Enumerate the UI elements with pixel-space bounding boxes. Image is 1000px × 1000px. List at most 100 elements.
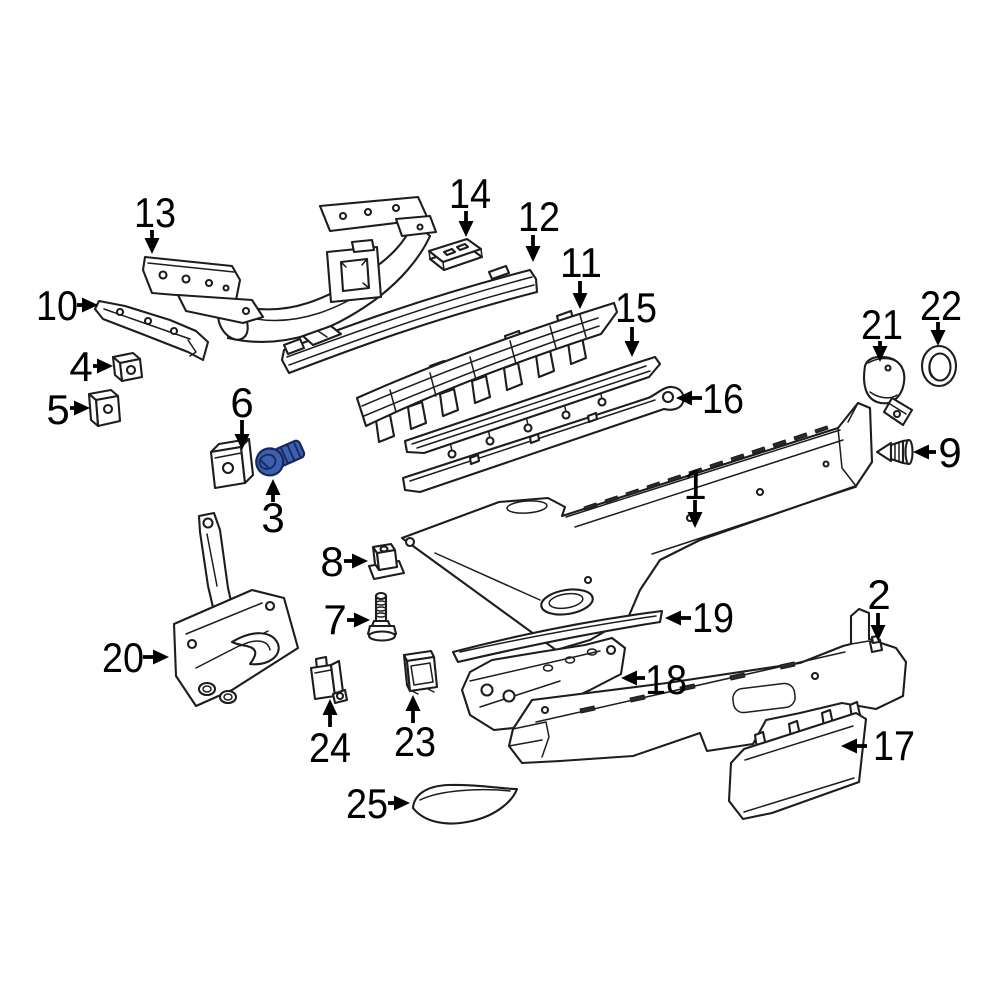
callout-label-14: 14 (449, 170, 491, 217)
callout-arrowhead-icon (74, 400, 90, 416)
part-9-push-pin-retainer (875, 438, 914, 466)
callout-arrowhead-icon (458, 221, 474, 237)
callout-23: 23 (394, 695, 436, 765)
callout-arrowhead-icon (525, 246, 541, 262)
part-18-side-support-bracket (460, 636, 627, 732)
callout-arrowhead-icon (234, 434, 250, 450)
callout-5: 5 (46, 386, 90, 433)
callout-7: 7 (323, 596, 370, 643)
callout-arrowhead-icon (352, 553, 368, 569)
callout-label-2: 2 (867, 571, 890, 618)
part-15-upper-trim-rail (403, 355, 662, 459)
callout-arrowhead-icon (624, 341, 640, 357)
callout-20: 20 (102, 634, 169, 681)
callout-arrowhead-icon (872, 346, 888, 362)
callout-arrowhead-icon (354, 612, 370, 628)
part-12-impact-reinforcement-bar (280, 264, 539, 375)
callout-label-5: 5 (46, 386, 69, 433)
part-17-rear-skid-panel (727, 700, 868, 821)
part-19-lower-molding-strip (451, 609, 664, 664)
callout-label-16: 16 (702, 375, 744, 422)
callout-18: 18 (621, 656, 687, 703)
part-13-trailer-hitch-crossmember (141, 195, 438, 343)
callout-label-9: 9 (938, 429, 961, 476)
callout-arrowhead-icon (676, 390, 692, 406)
part-24-sensor-mounting-bracket (309, 655, 349, 705)
callout-label-3: 3 (261, 494, 284, 541)
callout-arrowhead-icon (394, 795, 410, 811)
callout-19: 19 (665, 594, 734, 641)
callout-label-20: 20 (102, 634, 144, 681)
part-2-lower-valance-panel (507, 607, 908, 765)
part-10-side-mounting-rail (93, 299, 210, 362)
callout-16: 16 (676, 375, 744, 422)
callout-9: 9 (913, 429, 962, 476)
callout-arrowhead-icon (97, 358, 113, 374)
part-14-mounting-plate (427, 237, 484, 272)
callout-arrowhead-icon (930, 330, 946, 346)
part-4-retainer-clip (111, 351, 144, 383)
callout-1: 1 (683, 461, 707, 528)
part-25-reflector-lens (411, 783, 519, 825)
callout-3: 3 (261, 479, 285, 541)
part-7-hex-flange-bolt (366, 591, 398, 642)
callout-arrowhead-icon (621, 670, 637, 686)
callout-14: 14 (449, 170, 491, 237)
callout-24: 24 (309, 699, 351, 771)
part-23-control-module (402, 649, 439, 695)
callout-arrowhead-icon (265, 479, 281, 495)
callout-label-24: 24 (309, 724, 351, 771)
callout-arrowhead-icon (687, 512, 703, 528)
part-21-parking-aid-sensor (863, 355, 914, 427)
part-5-retainer-nut-clip (87, 388, 122, 428)
callout-label-12: 12 (518, 193, 560, 240)
callout-label-19: 19 (692, 594, 734, 641)
callout-label-6: 6 (230, 379, 253, 426)
callout-8: 8 (320, 538, 368, 585)
callout-label-1: 1 (683, 461, 706, 508)
callout-arrowhead-icon (913, 444, 929, 460)
callout-label-25: 25 (346, 780, 388, 827)
callout-label-22: 22 (920, 282, 962, 329)
callout-10: 10 (36, 282, 98, 329)
part-1-rear-bumper-cover (400, 401, 874, 652)
callout-arrowhead-icon (572, 293, 588, 309)
callout-2: 2 (867, 571, 891, 641)
callout-4: 4 (69, 343, 113, 390)
part-11-energy-absorber (355, 301, 619, 444)
callout-arrowhead-icon (82, 297, 98, 313)
callout-arrowhead-icon (322, 699, 338, 715)
callout-arrowhead-icon (153, 649, 169, 665)
callout-12: 12 (518, 193, 560, 262)
callout-22: 22 (920, 282, 962, 346)
callout-arrowhead-icon (841, 738, 857, 754)
part-8-square-flange-nut (367, 542, 406, 581)
callout-label-11: 11 (560, 239, 602, 286)
callout-arrowhead-icon (665, 610, 681, 626)
callout-arrowhead-icon (405, 695, 421, 711)
callout-label-8: 8 (320, 538, 343, 585)
callout-label-4: 4 (69, 343, 92, 390)
callout-label-21: 21 (861, 301, 903, 348)
callout-label-15: 15 (615, 284, 657, 331)
callout-label-23: 23 (394, 718, 436, 765)
callout-21: 21 (861, 301, 903, 362)
callout-13: 13 (134, 189, 176, 254)
part-20-hitch-support-bracket (172, 511, 300, 708)
callout-arrowhead-icon (870, 625, 886, 641)
callout-label-13: 13 (134, 189, 176, 236)
callout-label-18: 18 (645, 656, 687, 703)
callout-11: 11 (560, 239, 602, 309)
part-3-mounting-bolt-highlighted (255, 439, 306, 477)
callout-label-10: 10 (36, 282, 78, 329)
part-6-mounting-bracket-clip (209, 437, 255, 490)
callout-25: 25 (346, 780, 410, 827)
callout-15: 15 (615, 284, 657, 357)
callout-6: 6 (230, 379, 254, 450)
callout-17: 17 (841, 722, 915, 769)
callout-label-17: 17 (873, 722, 915, 769)
part-22-sensor-grommet-ring (920, 344, 958, 388)
